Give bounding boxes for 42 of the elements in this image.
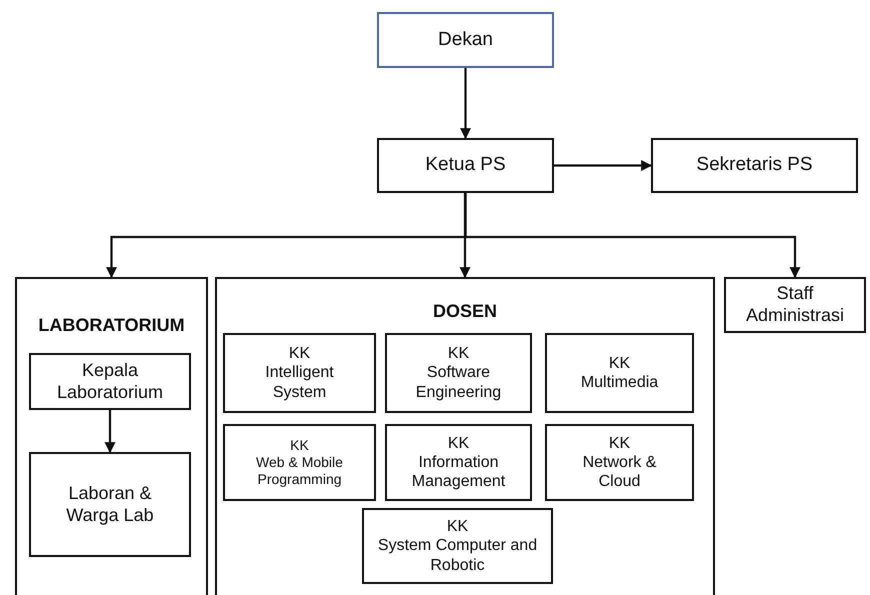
arrow (104, 410, 116, 454)
org-box (377, 12, 554, 68)
role-label: Network & Cloud (582, 452, 658, 492)
arrow (460, 193, 470, 278)
arrow (460, 68, 471, 140)
role-label: Staff Administrasi (744, 283, 846, 327)
group-code: KK (288, 344, 310, 364)
role-label: Multimedia (580, 373, 658, 392)
group-code: KK (448, 434, 470, 453)
org-box (223, 424, 376, 501)
org-box (545, 333, 694, 413)
role-label: Intelligent System (264, 363, 335, 402)
arrow (554, 160, 652, 171)
org-box (29, 353, 191, 410)
org-box (223, 333, 376, 413)
group-code: KK (290, 437, 309, 454)
org-box (724, 277, 866, 333)
org-box (362, 508, 553, 584)
group-code: KK (608, 354, 630, 373)
org-box (385, 424, 532, 501)
org-box (377, 138, 554, 193)
role-label: Dekan (438, 28, 493, 52)
group-heading: LABORATORIUM (38, 315, 185, 337)
role-label: Web & Mobile Programming (255, 454, 344, 488)
group-code: KK (608, 434, 630, 453)
role-label: Laboran & Warga Lab (65, 482, 155, 526)
role-label: Ketua PS (425, 154, 506, 177)
org-box (651, 138, 858, 193)
org-box (545, 424, 694, 501)
role-label: Sekretaris PS (696, 154, 813, 177)
group-panel (215, 277, 715, 595)
arrow (464, 193, 800, 278)
group-code: KK (448, 344, 470, 364)
group-panel (15, 277, 208, 595)
role-label: System Computer and Robotic (376, 536, 538, 575)
role-label: Software Engineering (414, 363, 502, 402)
role-label: Kepala Laboratorium (56, 360, 164, 404)
group-code: KK (446, 517, 468, 536)
org-box (385, 333, 532, 413)
group-heading: DOSEN (432, 301, 497, 323)
role-label: Information Management (410, 452, 506, 492)
org-box (29, 452, 191, 557)
